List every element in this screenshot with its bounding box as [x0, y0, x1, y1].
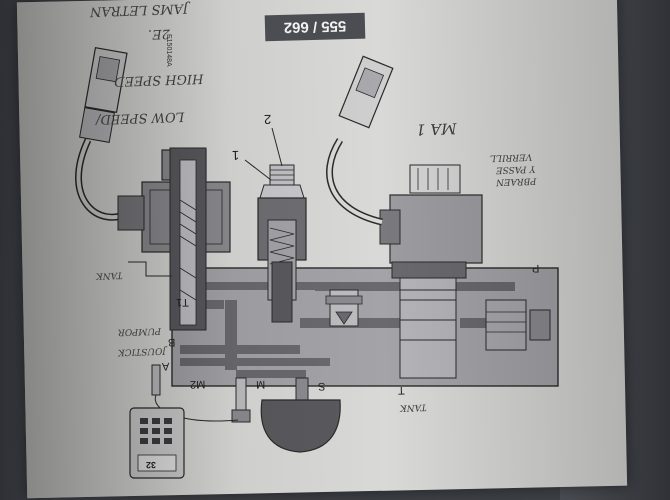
note-verrill: VERRILL — [489, 151, 533, 163]
port-p: P — [531, 261, 540, 275]
callout-leaders — [244, 127, 283, 181]
port-fitting — [485, 299, 551, 351]
note-tank-bottom: TANK — [399, 401, 427, 413]
port-a: A — [161, 359, 170, 373]
page-indicator: 555 / 662 — [264, 12, 366, 42]
accumulator — [260, 377, 341, 453]
check-valve — [325, 289, 363, 327]
port-s: S — [317, 379, 326, 393]
note-low-speed: LOW SPEED/ — [95, 108, 185, 127]
relief-valve — [257, 164, 307, 323]
right-solenoid-valve — [379, 164, 483, 379]
right-connector — [326, 55, 394, 226]
handheld-device — [129, 407, 185, 479]
note-joystick: JOUSTICK — [117, 345, 167, 357]
port-b: B — [167, 335, 176, 349]
left-solenoid-valve — [141, 147, 231, 331]
note-ma1: MA 1 — [415, 119, 457, 139]
note-pbraen: PBRAEN — [495, 175, 537, 187]
left-connector — [75, 46, 145, 231]
callout-1: 1 — [231, 147, 240, 164]
note-high-speed: HIGH SPEED — [113, 70, 204, 89]
port-t: T — [397, 383, 405, 397]
callout-2: 2 — [263, 111, 272, 128]
tank-line — [128, 261, 172, 277]
port-m: M — [255, 377, 266, 391]
note-pumpor: PUMPOR — [117, 325, 162, 337]
port-t1: T1 — [175, 295, 189, 309]
device-screen: 32 — [145, 459, 157, 471]
note-2e: 2E. — [147, 25, 171, 42]
note-tank-top: TANK — [95, 269, 123, 281]
note-passe: Y PASSE — [495, 163, 536, 175]
port-m2: M2 — [189, 377, 206, 391]
